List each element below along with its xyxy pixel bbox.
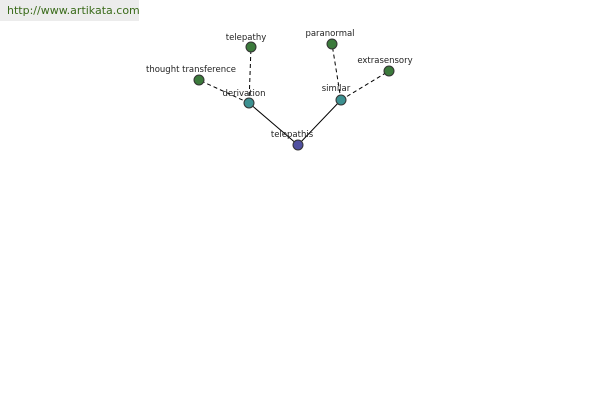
- node-extrasensory[interactable]: extrasensory: [357, 56, 413, 77]
- node-thought-transference[interactable]: thought transference: [146, 65, 236, 86]
- edges-layer: [198, 43, 390, 146]
- nodes-layer: telepathis derivation similar telepathy thou…: [146, 29, 413, 151]
- node-label-telepathy[interactable]: telepathy: [226, 33, 267, 43]
- edge-derivation-telepathy: [248, 46, 252, 104]
- node-marker-derivation[interactable]: [243, 97, 255, 109]
- node-similar[interactable]: similar: [322, 84, 351, 106]
- node-marker-extrasensory[interactable]: [383, 65, 395, 77]
- edge-telepathis-similar: [297, 99, 342, 146]
- edge-similar-extrasensory: [340, 70, 390, 101]
- node-marker-telepathy[interactable]: [245, 41, 257, 53]
- node-derivation[interactable]: derivation: [222, 89, 266, 109]
- url-bar: http://www.artikata.com: [0, 0, 140, 21]
- node-marker-thought-transference[interactable]: [193, 74, 205, 86]
- node-telepathy[interactable]: telepathy: [226, 33, 267, 53]
- node-label-thought-transference[interactable]: thought transference: [146, 65, 236, 75]
- node-label-extrasensory[interactable]: extrasensory: [357, 56, 412, 66]
- node-marker-similar[interactable]: [335, 94, 347, 106]
- edge-similar-paranormal: [331, 43, 342, 101]
- node-label-similar[interactable]: similar: [322, 84, 351, 94]
- node-marker-telepathis[interactable]: [292, 139, 304, 151]
- node-marker-paranormal[interactable]: [326, 38, 338, 50]
- node-label-derivation[interactable]: derivation: [222, 89, 265, 99]
- site-url-link[interactable]: http://www.artikata.com: [7, 4, 140, 17]
- node-paranormal[interactable]: paranormal: [305, 29, 355, 50]
- edge-telepathis-derivation: [248, 102, 299, 146]
- node-label-paranormal[interactable]: paranormal: [305, 29, 354, 39]
- edge-derivation-thought-transference: [198, 79, 250, 104]
- node-telepathis[interactable]: telepathis: [271, 130, 314, 151]
- node-label-telepathis[interactable]: telepathis: [271, 130, 314, 140]
